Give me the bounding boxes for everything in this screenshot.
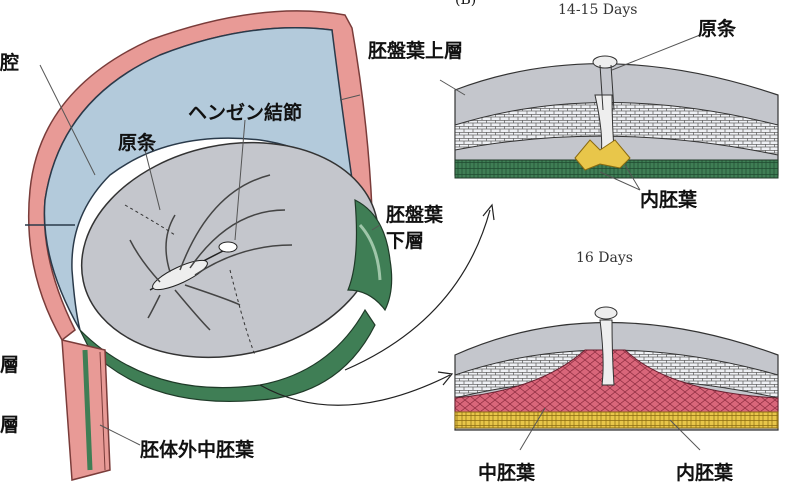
label-cavity-partial: 腔 [0, 48, 19, 75]
section-16-days [455, 307, 778, 450]
label-epiblast: 胚盤葉上層 [368, 36, 463, 63]
embryo-3d-view [25, 11, 399, 480]
section-14-15-days [440, 35, 778, 190]
label-hypoblast-line2: 下層 [386, 226, 424, 253]
label-endoderm-bottom: 内胚葉 [676, 458, 733, 485]
label-primitive-streak-top: 原条 [698, 14, 736, 41]
label-layer-partial-1: 層 [0, 350, 19, 377]
label-mesoderm: 中胚葉 [478, 458, 535, 485]
label-layer-partial-2: 層 [0, 410, 19, 437]
label-primitive-streak-left: 原条 [118, 128, 156, 155]
label-endoderm-top: 内胚葉 [640, 185, 697, 212]
label-hypoblast-line1: 胚盤葉 [386, 200, 443, 227]
label-14-15-days: 14-15 Days [558, 2, 637, 18]
label-16-days: 16 Days [576, 250, 633, 266]
panel-marker: (B) [455, 0, 476, 8]
label-hensen-node: ヘンゼン結節 [188, 98, 302, 125]
label-extraembryonic-mesoderm: 胚体外中胚葉 [140, 435, 254, 462]
